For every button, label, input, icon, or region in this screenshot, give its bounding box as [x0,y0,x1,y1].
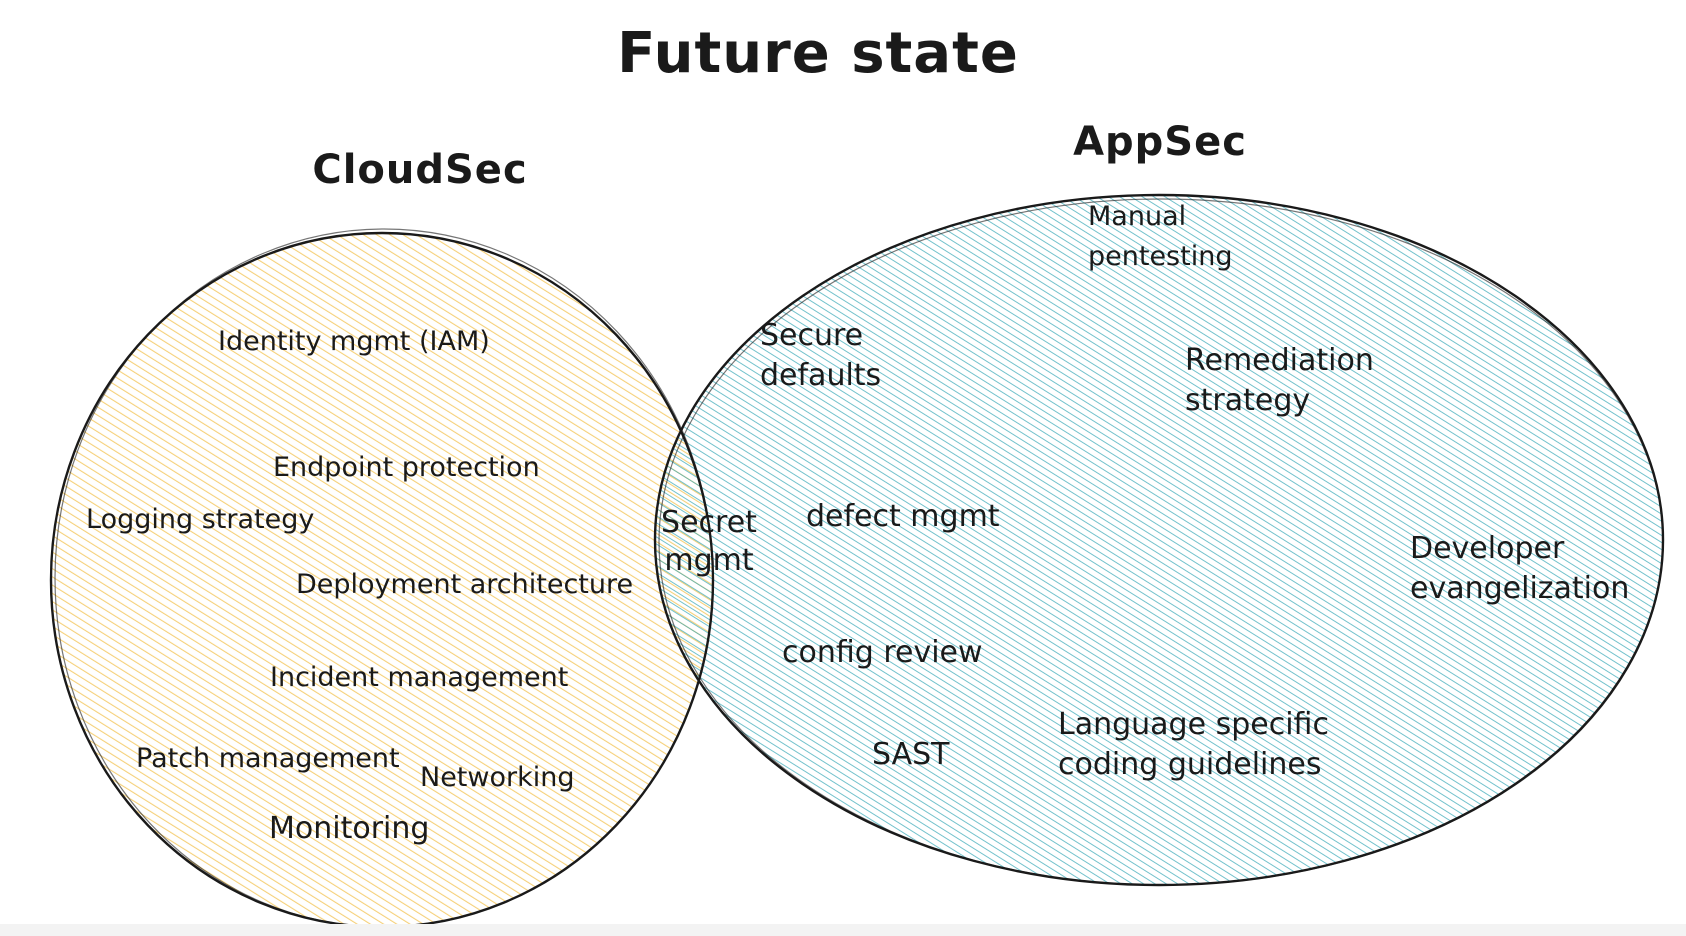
cloudsec-item: Logging strategy [86,504,314,535]
appsec-item: config review [782,635,983,670]
appsec-outline-sketch [658,198,1664,886]
cloudsec-item: Patch management [136,743,400,774]
cloudsec-item: Endpoint protection [273,452,540,483]
cloudsec-item: Deployment architecture [296,569,633,600]
appsec-label: AppSec [1073,119,1247,165]
appsec-set [655,195,1663,885]
appsec-item: defect mgmt [806,499,1000,534]
bottom-strip [0,924,1686,936]
cloudsec-item: Incident management [270,662,568,693]
appsec-item: SAST [872,737,950,772]
cloudsec-item: Networking [420,762,575,793]
cloudsec-circle [51,233,713,927]
cloudsec-item: Monitoring [269,811,429,846]
diagram-title: Future state [617,21,1019,86]
appsec-ellipse [655,195,1663,885]
cloudsec-set [51,233,713,927]
cloudsec-label: CloudSec [312,147,527,193]
cloudsec-item: Identity mgmt (IAM) [218,326,490,357]
